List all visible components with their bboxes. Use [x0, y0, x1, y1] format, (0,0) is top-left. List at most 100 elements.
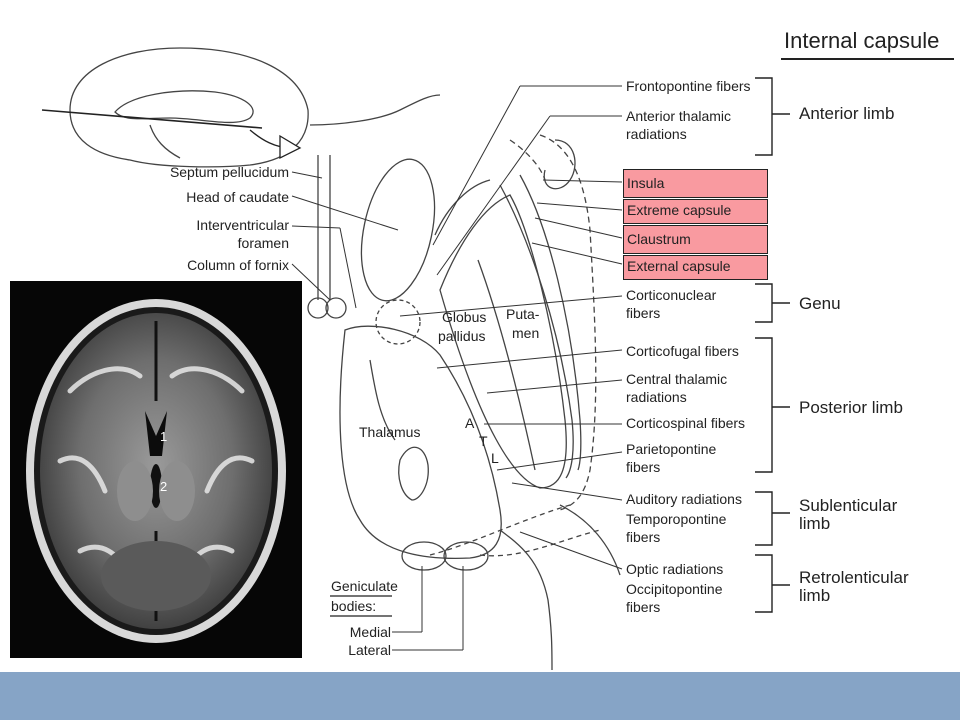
- label-atl-t: T: [479, 433, 488, 449]
- mri-marker-1: 1: [160, 429, 168, 444]
- leader-fornix: [291, 263, 331, 301]
- group-retrolenticular: Retrolenticular: [799, 568, 909, 587]
- page-title: Internal capsule: [784, 28, 940, 53]
- interventricular-foramen: [375, 299, 421, 345]
- insula-dashed-outer: [539, 134, 597, 511]
- highlight-insula: Insula: [623, 169, 768, 198]
- label-parietopontine: Parietopontine: [626, 441, 717, 457]
- group-genu: Genu: [799, 294, 841, 313]
- leader-foramen-down: [339, 227, 357, 309]
- mri-white-matter-1: [67, 366, 143, 394]
- label-auditory: Auditory radiations: [626, 491, 742, 507]
- leader-corticofugal: [436, 349, 623, 369]
- leader-frontopontine-diag: [432, 85, 521, 246]
- lateral-outline: [559, 504, 621, 576]
- sagittal-section-line: [41, 109, 263, 129]
- mri-white-matter-3: [57, 455, 108, 494]
- leader-ant-thal-diag: [436, 115, 551, 276]
- mri-white-matter-2: [169, 366, 245, 394]
- group-sublenticular-limb: limb: [799, 514, 831, 533]
- label-head-of-caudate: Head of caudate: [186, 189, 289, 205]
- label-temporopontine: Temporopontine: [626, 511, 727, 527]
- label-medial: Medial: [349, 624, 391, 640]
- label-corticospinal: Corticospinal fibers: [626, 415, 746, 431]
- label-interventricular: Interventricular: [196, 217, 289, 233]
- label-men: men: [512, 325, 540, 341]
- extreme-capsule-line: [519, 174, 582, 471]
- leader-corticonuclear: [399, 295, 623, 317]
- highlight-external-capsule: External capsule: [623, 255, 768, 280]
- group-anterior-limb: Anterior limb: [799, 104, 895, 123]
- label-pallidus: pallidus: [438, 328, 486, 344]
- anterior-limb-strip: [434, 179, 491, 236]
- bracket-retrolenticular: [755, 554, 790, 613]
- insula-cortex: [543, 139, 576, 190]
- label-anterior-thalamic-radiations: radiations: [626, 126, 687, 142]
- title-underline: [781, 58, 954, 60]
- mri-marker-2: 2: [160, 479, 168, 494]
- label-geniculate: Geniculate: [331, 578, 398, 594]
- mri-third-ventricle: [150, 464, 162, 508]
- fornix-left: [307, 297, 329, 319]
- label-puta: Puta-: [506, 306, 540, 322]
- leader-insula: [542, 179, 623, 183]
- leader-central-thal: [486, 379, 623, 394]
- group-retrolenticular-limb: limb: [799, 586, 831, 605]
- label-frontopontine: Frontopontine fibers: [626, 78, 751, 94]
- label-corticofugal: Corticofugal fibers: [626, 343, 739, 359]
- bracket-sublenticular: [755, 491, 790, 546]
- leader-foramen: [291, 225, 341, 229]
- label-parietopontine-fibers: fibers: [626, 459, 661, 475]
- leader-septum: [291, 171, 323, 179]
- leader-auditory: [511, 482, 623, 501]
- leader-claustrum: [534, 217, 623, 239]
- label-bodies: bodies:: [331, 598, 377, 614]
- mri-cerebellum: [101, 541, 211, 611]
- mri-white-matter-4: [204, 455, 255, 494]
- footer-bar: [0, 672, 960, 720]
- group-sublenticular: Sublenticular: [799, 496, 898, 515]
- leader-optic: [519, 531, 623, 570]
- leader-caudate: [291, 195, 399, 231]
- label-anterior-thalamic: Anterior thalamic: [626, 108, 732, 124]
- label-central-thalamic-radiations: radiations: [626, 389, 687, 405]
- optic-radiation-dashed: [479, 529, 601, 557]
- label-temporopontine-fibers: fibers: [626, 529, 661, 545]
- mri-ventricles: [145, 411, 167, 456]
- fornix-right: [325, 297, 347, 319]
- label-atl-a: A: [465, 415, 475, 431]
- mri-axial-image: 1 2: [10, 281, 302, 658]
- label-thalamus: Thalamus: [359, 424, 421, 440]
- label-septum-pellucidum: Septum pellucidum: [169, 164, 289, 180]
- group-posterior-limb: Posterior limb: [799, 398, 903, 417]
- label-central-thalamic: Central thalamic: [626, 371, 728, 387]
- label-occipitopontine: Occipitopontine: [626, 581, 723, 597]
- leader-external: [531, 242, 623, 265]
- leader-extreme: [536, 202, 623, 211]
- mri-illustration: [26, 299, 286, 643]
- sagittal-corpus-callosum: [114, 90, 254, 124]
- label-optic: Optic radiations: [626, 561, 724, 577]
- label-foramen: foramen: [237, 235, 289, 251]
- label-corticonuclear: Corticonuclear: [626, 287, 717, 303]
- thalamus-inner-nucleus: [398, 446, 429, 501]
- insula-dashed-inner: [509, 139, 546, 181]
- sagittal-brainstem: [149, 124, 181, 159]
- lateral-geniculate-body: [443, 541, 489, 571]
- mri-left-thalamus: [117, 461, 153, 521]
- head-of-caudate: [360, 158, 436, 302]
- medial-geniculate-body: [401, 541, 447, 571]
- leader-parietopontine: [496, 451, 623, 471]
- lentiform-nucleus: [439, 194, 567, 489]
- bracket-genu: [755, 283, 790, 323]
- posterior-outline: [499, 529, 553, 671]
- section-arrowhead: [279, 134, 302, 160]
- bracket-anterior-limb: [755, 77, 790, 156]
- label-globus: Globus: [442, 309, 487, 325]
- highlight-extreme-capsule: Extreme capsule: [623, 199, 768, 224]
- highlight-claustrum: Claustrum: [623, 225, 768, 254]
- label-corticonuclear-fibers: fibers: [626, 305, 661, 321]
- sagittal-brain-outline: [69, 47, 309, 168]
- thalamus-dashed-posterior: [429, 504, 571, 556]
